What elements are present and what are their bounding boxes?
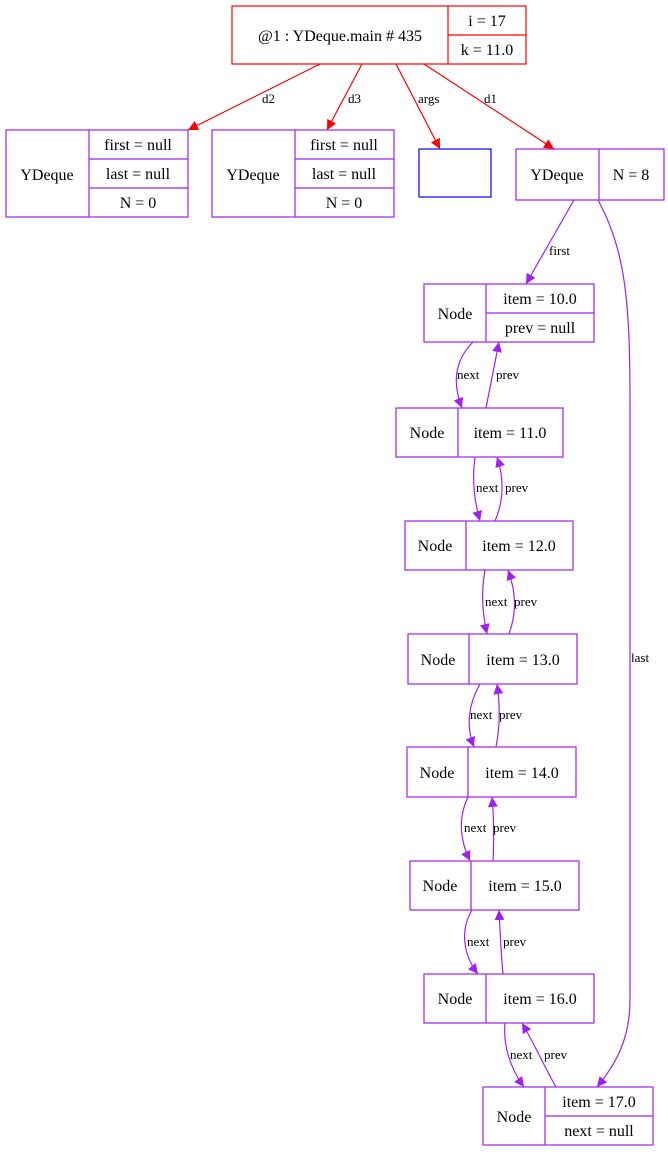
deque-d3-last: last = null (312, 166, 377, 183)
edge-label-prev-3: prev (514, 594, 538, 609)
edge-label-next-5: next (464, 820, 487, 835)
edge-last (596, 199, 631, 1088)
node-1-prev: prev = null (505, 320, 576, 337)
deque-d3-box: YDeque first = null last = null N = 0 (211, 129, 395, 218)
deque-d1-type: YDeque (530, 167, 583, 184)
node-1-type: Node (438, 306, 473, 323)
node-8-next: next = null (564, 1123, 634, 1140)
deque-d2-first: first = null (104, 137, 172, 154)
node-7-item: item = 16.0 (503, 991, 576, 1008)
node-4-type: Node (421, 652, 456, 669)
deque-d2-last: last = null (106, 166, 171, 183)
node-6-item: item = 15.0 (488, 878, 561, 895)
edge-prev-5-4 (493, 683, 504, 748)
edge-label-first: first (549, 243, 570, 258)
edge-label-d2: d2 (262, 91, 275, 106)
node-8-type: Node (497, 1109, 532, 1126)
node-box-2: Node item = 11.0 (395, 407, 564, 458)
edge-label-args: args (418, 91, 439, 106)
edge-label-prev-4: prev (499, 707, 523, 722)
edge-next-5-6 (460, 796, 471, 862)
deque-d2-n: N = 0 (120, 195, 157, 212)
stack-frame-box: @1 : YDeque.main # 435 i = 17 k = 11.0 (231, 5, 527, 65)
deque-d1-box: YDeque N = 8 (515, 148, 665, 201)
edge-label-d3: d3 (348, 91, 361, 106)
edge-next-2-3 (472, 456, 483, 522)
edge-d1 (423, 63, 555, 150)
edge-label-next-4: next (470, 707, 493, 722)
edge-next-3-4 (479, 569, 490, 635)
node-3-item: item = 12.0 (482, 538, 555, 555)
node-5-type: Node (420, 765, 455, 782)
node-box-6: Node item = 15.0 (409, 860, 580, 911)
edge-args (395, 63, 441, 150)
edge-d3 (326, 63, 363, 131)
node-box-7: Node item = 16.0 (423, 973, 595, 1024)
edge-prev-4-3 (506, 569, 517, 635)
deque-d2-box: YDeque first = null last = null N = 0 (5, 129, 189, 218)
deque-d3-type: YDeque (226, 167, 279, 184)
node-1-item: item = 10.0 (503, 291, 576, 308)
deque-d1-n: N = 8 (613, 167, 650, 184)
edge-next-4-5 (465, 683, 481, 748)
edge-label-next-6: next (467, 934, 490, 949)
node-6-type: Node (423, 878, 458, 895)
node-4-item: item = 13.0 (486, 652, 559, 669)
edge-label-prev-1: prev (496, 367, 520, 382)
deque-d3-n: N = 0 (326, 195, 363, 212)
node-box-3: Node item = 12.0 (404, 520, 574, 571)
deque-d2-type: YDeque (20, 167, 73, 184)
edge-prev-2-1 (485, 341, 502, 409)
node-7-type: Node (438, 991, 473, 1008)
edge-prev-3-2 (494, 456, 505, 522)
node-3-type: Node (418, 538, 453, 555)
frame-field-k: k = 11.0 (461, 42, 513, 59)
edge-prev-7-6 (494, 909, 505, 975)
edge-label-next-1: next (457, 367, 480, 382)
node-box-4: Node item = 13.0 (407, 633, 578, 685)
args-empty-box (418, 148, 492, 198)
edge-label-prev-7: prev (544, 1047, 568, 1062)
edge-label-last: last (631, 650, 649, 665)
node-box-8: Node item = 17.0 next = null (482, 1086, 654, 1146)
node-2-type: Node (410, 425, 445, 442)
deque-d3-first: first = null (310, 137, 378, 154)
edge-label-d1: d1 (484, 91, 497, 106)
edge-label-prev-2: prev (505, 480, 529, 495)
node-8-item: item = 17.0 (562, 1094, 635, 1111)
edge-next-6-7 (464, 909, 479, 975)
edge-first (525, 199, 575, 285)
edge-next-7-8 (504, 1022, 525, 1088)
edge-label-next-2: next (476, 480, 499, 495)
edge-prev-8-7 (521, 1022, 557, 1088)
node-5-item: item = 14.0 (485, 765, 558, 782)
edge-next-1-2 (453, 341, 474, 409)
node-box-1: Node item = 10.0 prev = null (423, 283, 595, 343)
edge-label-prev-6: prev (503, 934, 527, 949)
node-2-item: item = 11.0 (474, 425, 547, 442)
edge-label-prev-5: prev (493, 820, 517, 835)
frame-field-i: i = 17 (468, 13, 505, 30)
edge-d2 (187, 63, 321, 131)
edge-label-next-7: next (510, 1047, 533, 1062)
edge-prev-6-5 (487, 796, 498, 862)
node-box-5: Node item = 14.0 (406, 746, 577, 798)
stack-frame-title: @1 : YDeque.main # 435 (258, 28, 422, 45)
edge-label-next-3: next (485, 594, 508, 609)
